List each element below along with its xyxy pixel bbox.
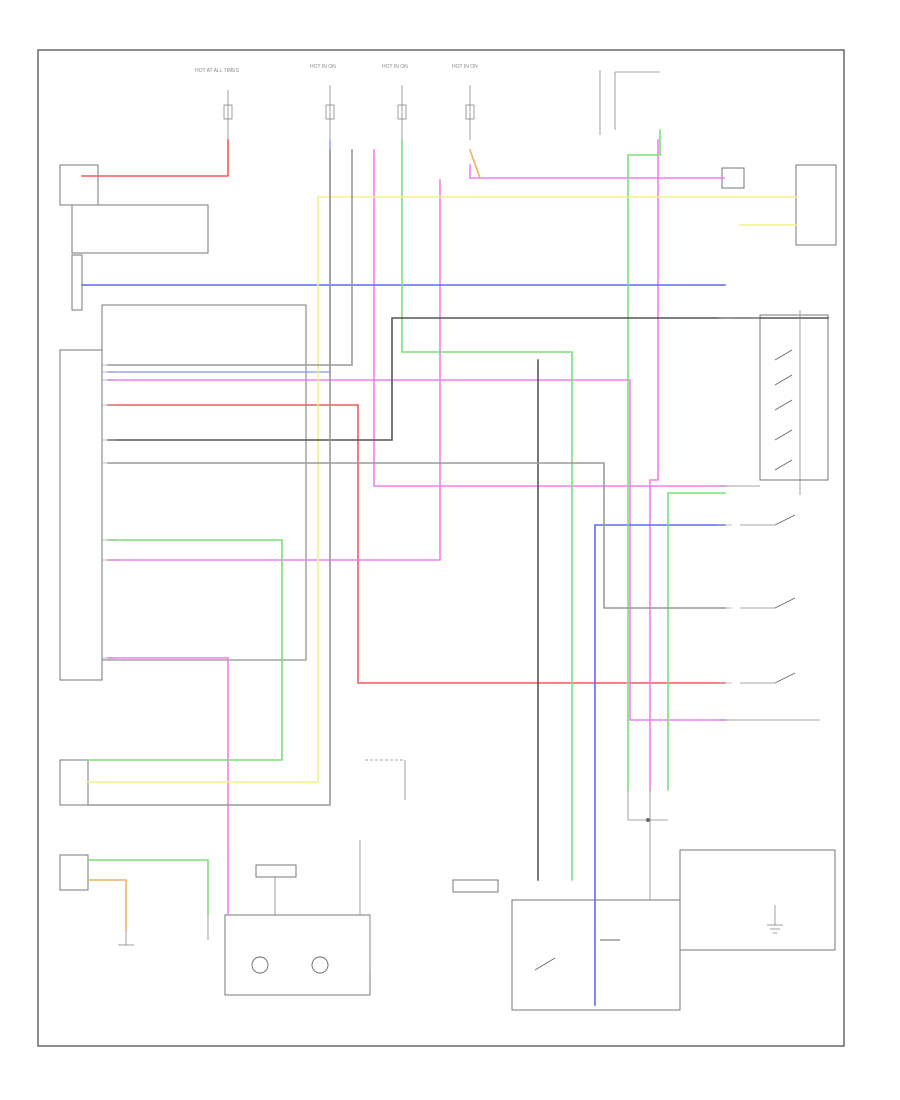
relay-small [721,167,745,189]
fuse-2-label: HOT IN ON [310,64,336,70]
left-bottom-box [59,854,89,891]
left-junction [71,204,209,254]
top-fuse-feeds: HOT AT ALL TIMES HOT IN ON HOT IN ON HOT… [195,64,660,140]
left-junction-2 [71,254,83,311]
bottom-right-relay [511,899,681,1011]
ground-symbol [767,905,783,934]
wire-yellow [87,196,797,783]
right-top-box [795,164,837,246]
left-ecu [59,349,103,681]
small-ground-left [118,930,134,946]
right-ground-box [679,849,836,951]
connector-ticks [102,317,732,721]
dashed-center [359,759,406,915]
wire-dark [107,317,829,881]
right-switch-panel [759,314,829,481]
fuse-4-label: HOT IN ON [452,64,478,70]
bottom-relay-internals [534,790,668,971]
wire-red [81,139,726,684]
bottom-motor [224,914,371,996]
center-connector [255,864,297,878]
bottom-motor-internals [207,877,371,974]
fuse-3-label: HOT IN ON [382,64,408,70]
left-ecu-inner [101,304,307,661]
fuse-1-label: HOT AT ALL TIMES [195,68,240,74]
left-sensor [59,759,89,806]
wire-pink [107,139,726,916]
diagram-frame [37,49,845,1047]
wire-green [87,129,726,916]
right-switch-group [725,310,820,721]
left-module-top [59,164,99,206]
bottom-center-connector [452,879,499,893]
wire-gray [87,149,726,806]
wire-orange [87,148,482,931]
